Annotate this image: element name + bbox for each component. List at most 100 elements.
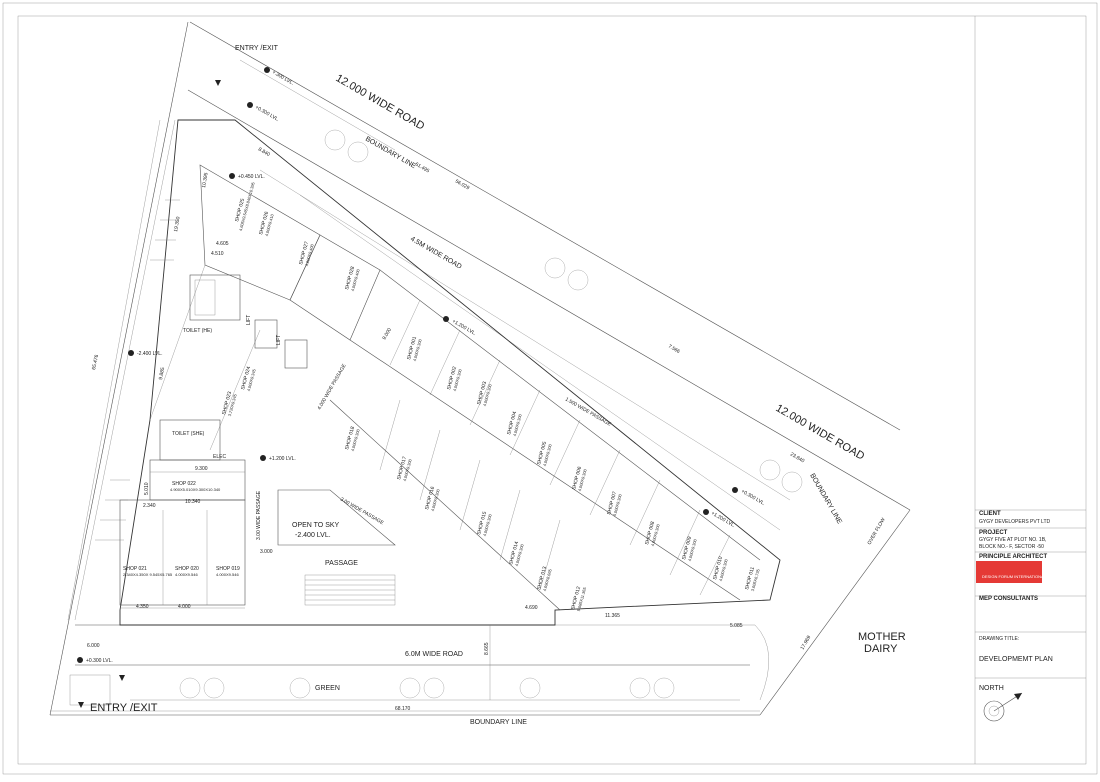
svg-text:4.000X9.345: 4.000X9.345 [246,368,257,392]
toilet-he-label: TOILET (HE) [183,328,212,334]
dimension-labels: 68.170 65.476 51.495 56.029 23.840 9.300… [87,147,812,712]
stair-core [189,274,241,321]
entry-bottom-label: ENTRY /EXIT [90,702,158,714]
drawing-title: DEVELOPMEMT PLAN [979,656,1053,663]
passage-300-label-a: 3.00 WIDE PASSAGE [256,490,262,540]
level-label-045: +0.450 LVL. [238,174,265,180]
svg-text:4.000X9.300: 4.000X9.300 [412,338,423,362]
title-block: CLIENT GYGY DEVELOPERS PVT LTD PROJECT G… [974,16,1086,764]
passage-400-label: 4.000 WIDE PASSAGE [317,363,348,411]
svg-text:4.900X5.010X9.300X10.340: 4.900X5.010X9.300X10.340 [170,487,221,492]
svg-text:SHOP 022: SHOP 022 [172,481,196,487]
over-flow-label: OVER FLOW [867,517,887,546]
svg-text:4.000X9.300: 4.000X9.300 [718,558,729,582]
lift-shaft-left [254,319,278,349]
svg-text:3.720X9.345: 3.720X9.345 [227,393,238,417]
passage-steps [304,574,396,606]
mep-label: MEP CONSULTANTS [979,596,1038,602]
ramp-lines-left [95,199,180,541]
dim-10340: 10.340 [185,499,201,505]
inner-road-line-2 [299,194,781,531]
shop-partitions-right [389,299,731,596]
svg-text:SHOP 011: SHOP 011 [744,566,756,590]
road-bottom-label: 6.0M WIDE ROAD [405,651,463,658]
boundary-left-outer [49,21,189,716]
client-label: CLIENT [979,511,1001,517]
road-labels: 12.000 WIDE ROAD 12.000 WIDE ROAD 6.0M W… [90,45,906,726]
entry-top-label: ENTRY /EXIT [235,45,279,52]
project-line-1: GYGY FIVE AT PLOT NO. 1B, [979,537,1046,543]
svg-text:SHOP 021: SHOP 021 [123,566,147,572]
dim-8665: 8.665 [484,642,490,655]
architect-logo [976,561,1042,583]
svg-text:4.000X9.546: 4.000X9.546 [216,572,239,577]
level-label-top2: +0.300 LVL. [254,105,280,124]
open-sky-label-2: -2.400 LVL. [295,532,331,539]
road-top-edge-inner [187,89,911,511]
shop-partitions-lower [379,399,561,591]
lower-row-edge [329,399,561,611]
svg-text:4.000X9.300: 4.000X9.300 [430,488,441,512]
wing-divider-1 [149,264,206,421]
green-label: GREEN [315,685,340,692]
dim-8840: 8.840 [257,147,271,159]
boundary-right-label: BOUNDARY LINE [808,473,843,526]
dim-11365: 11.365 [605,613,620,619]
wing-divider-2 [209,329,261,451]
dim-4510: 4.510 [211,251,224,257]
shop-row-top-edge [379,269,761,561]
svg-text:4.000X9.300: 4.000X9.300 [482,513,493,537]
svg-text:4.000X9.300: 4.000X9.300 [687,538,698,562]
passage-300-label-b: 3.00 WIDE PASSAGE [339,497,385,527]
svg-text:4.000X9.400: 4.000X9.400 [350,268,361,292]
dim-4605: 4.605 [216,241,229,247]
svg-text:4.000X9.300: 4.000X9.300 [350,428,361,452]
project-line-2: BLOCK NO.- F, SECTOR -50 [979,544,1044,550]
dim-2340: 2.340 [143,503,156,509]
dim-9885: 9.885 [158,367,166,381]
svg-text:SHOP 020: SHOP 020 [175,566,199,572]
level-label-030r: +0.300 LVL. [740,489,766,508]
boundary-bottom-label: BOUNDARY LINE [470,719,527,726]
level-label-120b: +1.200 LVL. [269,456,296,462]
dim-4350: 4.350 [136,604,149,610]
toilet-she-label: TOILET (SHE) [172,431,205,437]
level-marker-icons [77,67,738,708]
dim-4690: 4.690 [525,605,538,611]
mother-dairy-label-1: MOTHER [858,631,906,643]
passage-150-label: 1.500 WIDE PASSAGE [564,397,612,428]
stair-flight [194,279,216,316]
open-to-sky-area [277,489,396,546]
north-label: NORTH [979,685,1004,692]
dim-3000: 3.000 [260,549,273,555]
svg-text:3.605X6.735: 3.605X6.735 [750,568,761,592]
architect-logo-text: DESIGN FORUM INTERNATIONAL [982,574,1047,579]
toilet-she-block [159,419,221,461]
bottom-left-shops-block [119,499,246,606]
lift-label-2: LIFT [276,335,282,345]
right-corner-curve [555,624,769,701]
dim-9300: 9.300 [195,466,208,472]
svg-text:4.000X9.410: 4.000X9.410 [264,213,275,237]
svg-text:4.000X9.300: 4.000X9.300 [514,543,525,567]
road-top-edge-outer [189,21,901,431]
boundary-right-edge [759,509,911,716]
svg-text:2.340X4.350X 9.545X5.765: 2.340X4.350X 9.545X5.765 [123,572,173,577]
